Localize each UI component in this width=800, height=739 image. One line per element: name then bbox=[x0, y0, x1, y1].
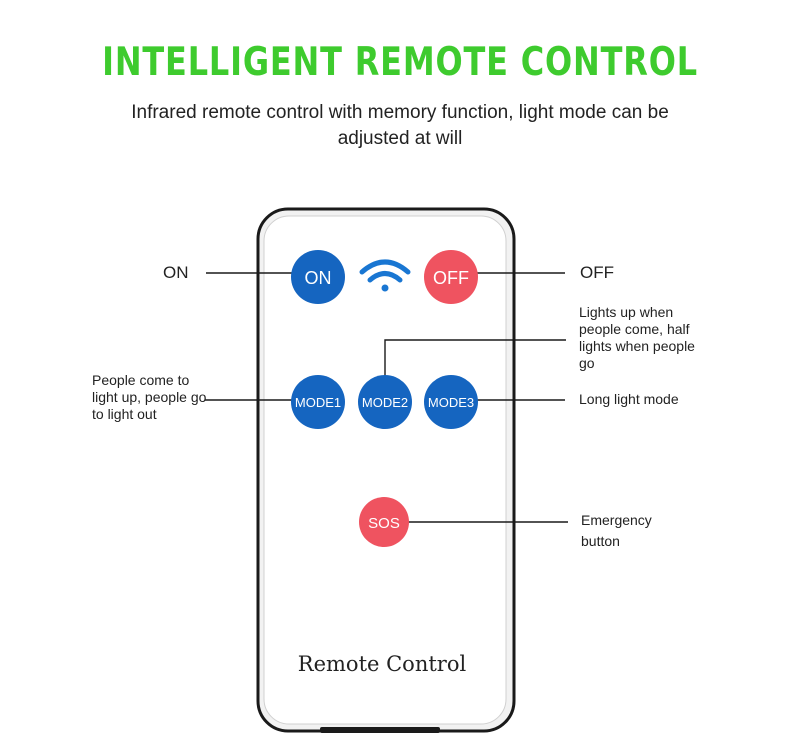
mode1-button[interactable]: MODE1 bbox=[291, 375, 345, 429]
mode3-callout: Long light mode bbox=[579, 391, 679, 407]
mode2-button-label: MODE2 bbox=[362, 395, 408, 410]
on-callout: ON bbox=[163, 263, 189, 282]
mode2-button[interactable]: MODE2 bbox=[358, 375, 412, 429]
on-button[interactable]: ON bbox=[291, 250, 345, 304]
mode2-callout: Lights up when people come, half lights … bbox=[579, 304, 695, 371]
mode3-button[interactable]: MODE3 bbox=[424, 375, 478, 429]
off-button-label: OFF bbox=[433, 268, 469, 288]
mode2-line bbox=[384, 339, 566, 380]
callout-lines bbox=[205, 272, 568, 523]
page-title: INTELLIGENT REMOTE CONTROL bbox=[102, 40, 698, 85]
sos-button[interactable]: SOS bbox=[359, 497, 409, 547]
sos-callout: Emergency button bbox=[581, 512, 652, 549]
off-button[interactable]: OFF bbox=[424, 250, 478, 304]
sos-button-label: SOS bbox=[368, 515, 400, 532]
mode1-callout: People come to light up, people go to li… bbox=[92, 372, 207, 422]
remote-label: Remote Control bbox=[298, 652, 467, 676]
off-callout: OFF bbox=[580, 263, 614, 282]
page-subtitle: Infrared remote control with memory func… bbox=[131, 102, 669, 149]
mode3-button-label: MODE3 bbox=[428, 395, 474, 410]
wifi-icon bbox=[359, 259, 411, 292]
remote-bottom-edge bbox=[320, 727, 440, 733]
remote-body bbox=[256, 207, 516, 733]
mode1-button-label: MODE1 bbox=[295, 395, 341, 410]
on-button-label: ON bbox=[305, 268, 332, 288]
